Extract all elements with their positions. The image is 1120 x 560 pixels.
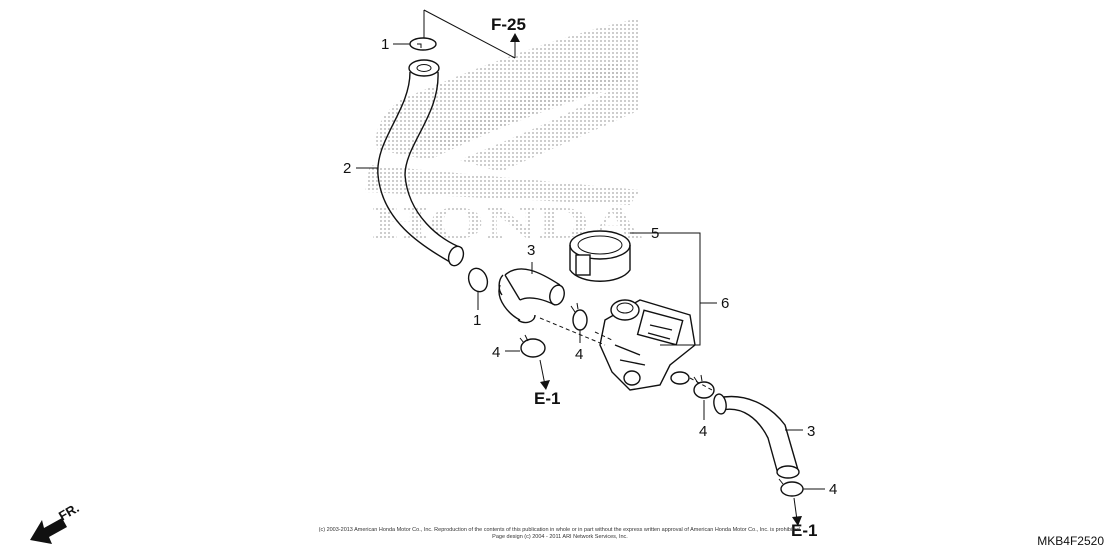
- valve-assembly-part-6: [599, 299, 696, 391]
- hose-part-2: [377, 59, 465, 267]
- callout-3-lower: 3: [807, 423, 815, 440]
- clip-part-1-top: [409, 37, 437, 51]
- front-direction-arrow: [30, 518, 67, 544]
- clamp-part-4-b: [570, 302, 588, 331]
- copyright-line-1: (c) 2003-2013 American Honda Motor Co., …: [319, 527, 802, 533]
- callout-4-c: 4: [699, 423, 707, 440]
- ref-e1-label-b[interactable]: E-1: [791, 521, 817, 540]
- clamp-part-4-d: [778, 478, 804, 497]
- hose-part-3-lower: [713, 393, 800, 479]
- callout-3-upper: 3: [527, 242, 535, 259]
- hose-part-3-upper: [498, 268, 565, 324]
- callout-4-b: 4: [575, 346, 583, 363]
- copyright-line-2: Page design (c) 2004 - 2011 ARI Network …: [492, 534, 628, 540]
- clamp-part-4-a: [519, 334, 546, 358]
- callout-5: 5: [651, 225, 659, 242]
- band-part-5: [569, 230, 631, 282]
- ref-arrow-e1-a: [539, 359, 550, 390]
- callout-2: 2: [343, 160, 351, 177]
- honda-wing-watermark: HONDA: [365, 18, 642, 248]
- ref-arrow-e1-b: [792, 497, 802, 526]
- callout-1-lower: 1: [473, 312, 481, 329]
- callout-4-d: 4: [829, 481, 837, 498]
- clamp-part-4-c: [693, 374, 715, 399]
- callout-4-a: 4: [492, 344, 500, 361]
- clip-part-1-lower: [467, 267, 489, 293]
- diagram-code: MKB4F2520: [1037, 534, 1104, 548]
- ref-f25-label[interactable]: F-25: [491, 15, 526, 34]
- callout-1-top: 1: [381, 36, 389, 53]
- ref-bracket-f25: [423, 9, 520, 59]
- ref-e1-label-a[interactable]: E-1: [534, 389, 560, 408]
- callout-6: 6: [721, 295, 729, 312]
